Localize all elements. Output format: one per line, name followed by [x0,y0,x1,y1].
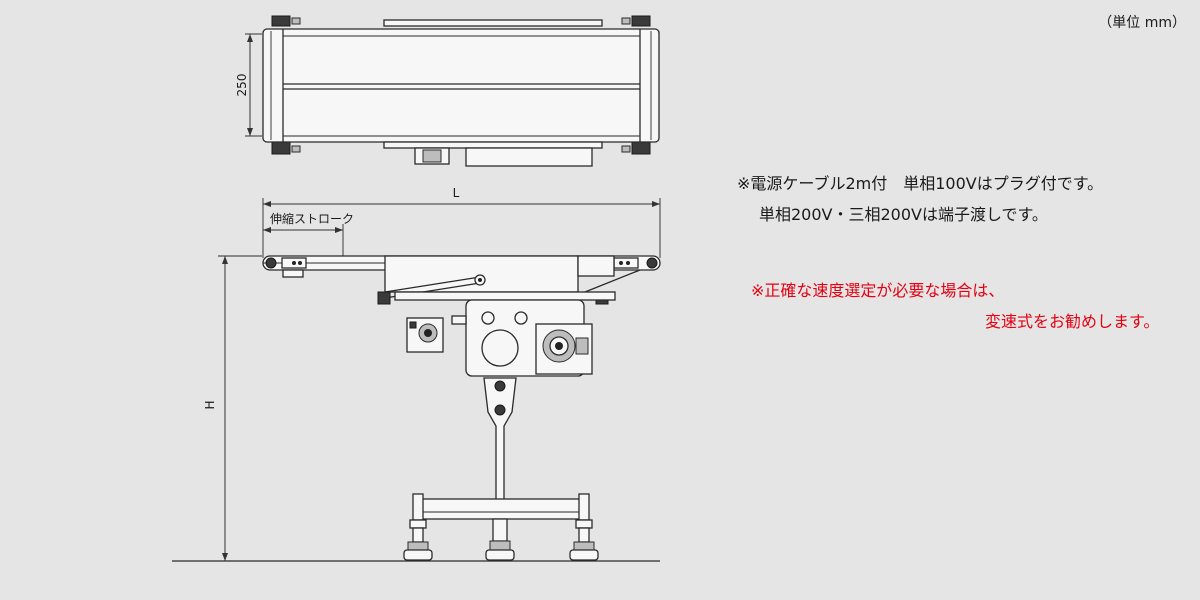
side-view-column [483,377,517,513]
note-cable-line-1: ※電源ケーブル2m付 単相100Vはプラグ付です。 [737,174,1104,193]
dimension-250-label: 250 [235,74,249,97]
top-view-upper-bar [383,19,603,27]
side-view-base [417,498,585,520]
top-view [245,15,660,167]
side-view-leveling-feet [403,493,599,561]
dimension-stroke-label: 伸縮ストローク [270,211,354,226]
top-view-belt-frame [262,28,660,143]
dimension-L-label: L [453,186,460,200]
top-view-motor [465,147,593,167]
note-cable-line-2: 単相200V・三相200Vは端子渡しです。 [759,205,1048,224]
side-view [172,198,661,562]
dimension-H-label: H [203,400,217,409]
note-speed-line-1: ※正確な速度選定が必要な場合は、 [751,281,1005,300]
side-view-center-frame [384,255,579,293]
unit-label: （単位 mm） [1098,15,1186,31]
note-speed-line-2: 変速式をお勧めします。 [985,312,1160,331]
